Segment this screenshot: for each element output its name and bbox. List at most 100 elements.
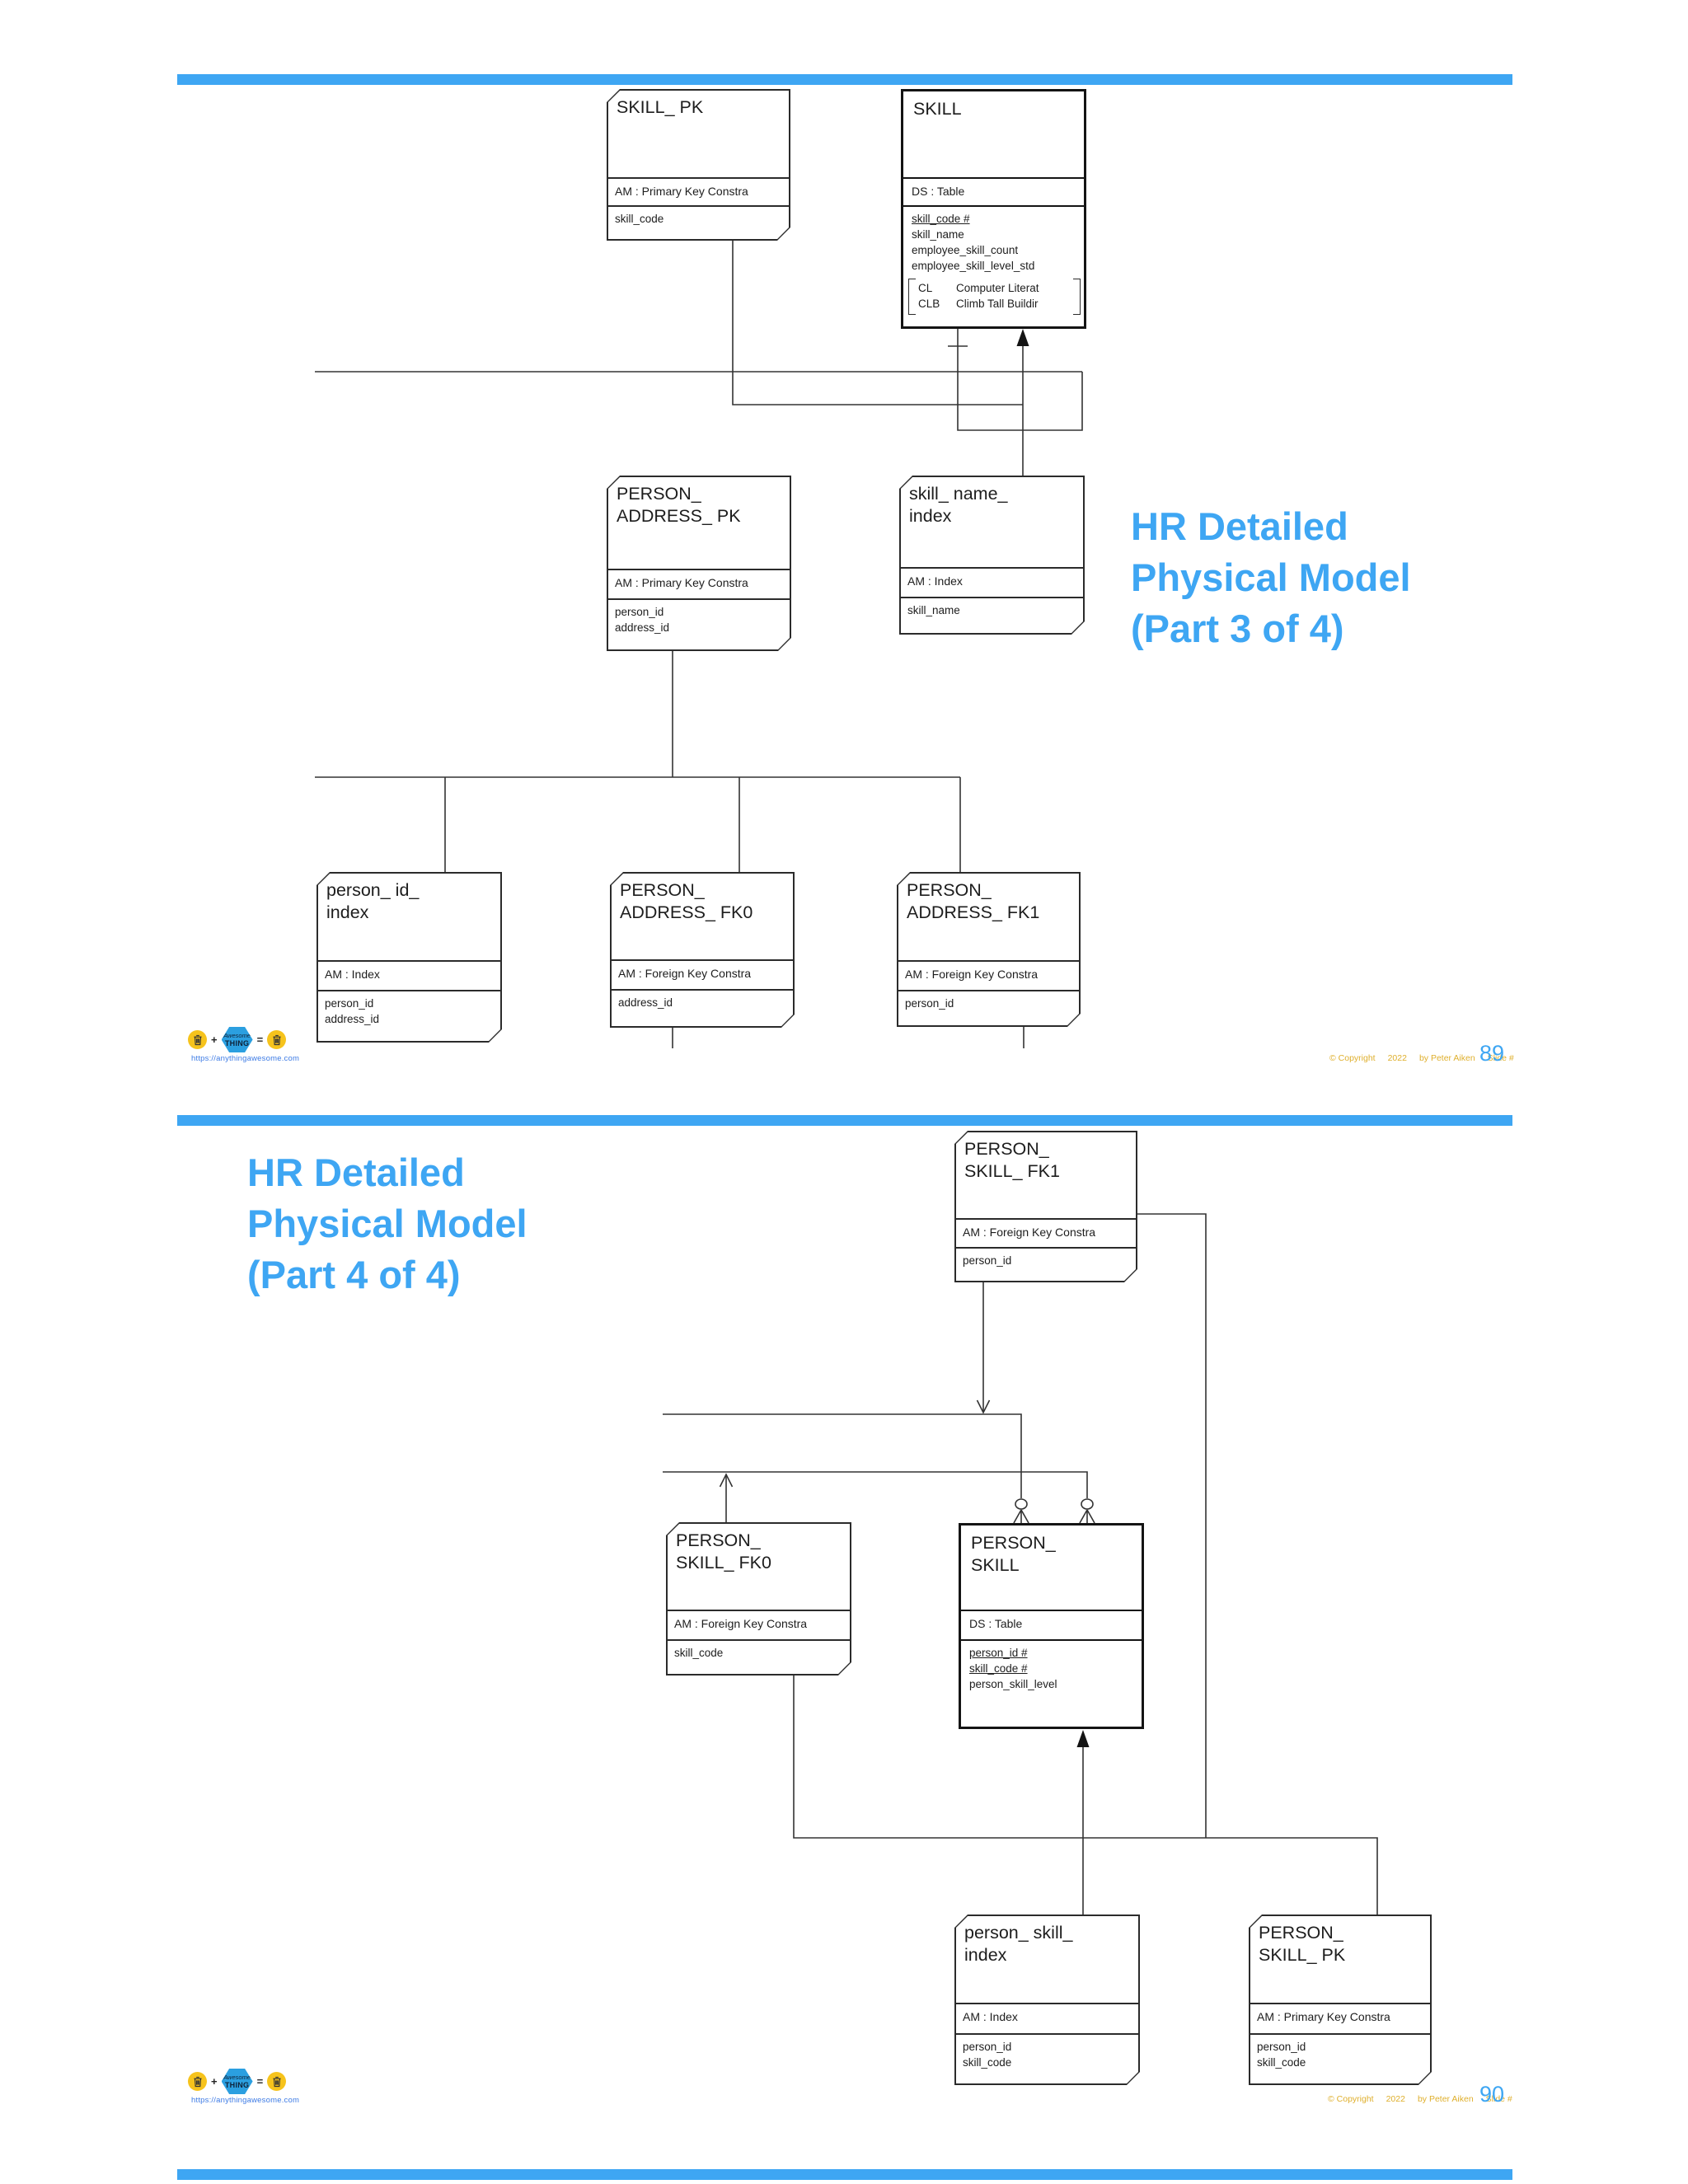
equals-sign: = bbox=[256, 2075, 264, 2088]
compartment-divider bbox=[903, 177, 1084, 179]
entity-title: person_ id_ index bbox=[326, 880, 420, 922]
compartment-divider bbox=[900, 597, 1084, 598]
column-item: person_id bbox=[963, 1254, 1012, 1267]
entity-meta-label: AM : Foreign Key Constra bbox=[963, 1226, 1096, 1239]
compartment-divider bbox=[607, 205, 790, 207]
column-item: skill_code bbox=[1257, 2056, 1306, 2069]
optional-circle-2 bbox=[1081, 1498, 1094, 1510]
compartment-divider bbox=[955, 2033, 1139, 2035]
hexagon-word-text: THING bbox=[224, 2080, 250, 2089]
wire-fk0-to-personskillpk bbox=[793, 1675, 1378, 1915]
entity-title: SKILL bbox=[913, 99, 962, 119]
allowed-value-row: CLB Climb Tall Buildir bbox=[918, 296, 1073, 312]
optional-circle-1 bbox=[1015, 1498, 1028, 1510]
column-item: skill_name bbox=[907, 604, 960, 616]
compartment-divider bbox=[1250, 2033, 1431, 2035]
entity-columns: skill_code bbox=[615, 211, 788, 227]
slide-number: 89 bbox=[1479, 1041, 1505, 1066]
open-arrow-up bbox=[719, 1473, 734, 1488]
slide-top-bar bbox=[177, 1115, 1512, 1126]
entity-person-address-pk: PERSON_ ADDRESS_ PK AM : Primary Key Cons… bbox=[607, 476, 791, 651]
compartment-divider bbox=[961, 1610, 1142, 1611]
entity-title: PERSON_ ADDRESS_ FK1 bbox=[907, 880, 1040, 922]
arrowhead-into-skill bbox=[1016, 329, 1029, 346]
wire-skill-tick-line bbox=[957, 329, 1083, 431]
entity-meta-label: AM : Index bbox=[325, 968, 380, 981]
crowfoot-1 bbox=[1013, 1509, 1029, 1524]
compartment-divider bbox=[667, 1639, 851, 1641]
entity-title: SKILL_ PK bbox=[617, 97, 704, 117]
entity-title: PERSON_ SKILL_ FK0 bbox=[676, 1530, 771, 1572]
entity-columns: skill_name bbox=[907, 602, 1082, 618]
wire-fk1-right-line bbox=[1137, 1213, 1207, 1838]
good-results-circle bbox=[267, 1030, 287, 1049]
entity-fill bbox=[956, 1132, 1137, 1282]
entity-columns: person_id #skill_code #person_skill_leve… bbox=[969, 1645, 1142, 1692]
copyright-text: Slide # bbox=[1487, 1053, 1514, 1063]
entity-columns: person_id bbox=[905, 996, 1078, 1011]
compartment-divider bbox=[611, 959, 794, 961]
entity-fill bbox=[901, 477, 1084, 634]
column-item: skill_code bbox=[615, 213, 664, 225]
entity-meta-label: AM : Foreign Key Constra bbox=[674, 1617, 808, 1630]
plus-sign: + bbox=[211, 2075, 218, 2088]
website-link[interactable]: https://anythingawesome.com bbox=[191, 2096, 300, 2105]
compartment-divider bbox=[607, 598, 790, 600]
entity-fill bbox=[668, 1524, 851, 1675]
entity-person-skill-pk: PERSON_ SKILL_ PK AM : Primary Key Constr… bbox=[1249, 1915, 1432, 2085]
value-description: Computer Literat bbox=[956, 282, 1039, 294]
plus-sign: + bbox=[211, 1033, 218, 1046]
trash-icon bbox=[273, 2076, 281, 2087]
entity-meta-label: DS : Table bbox=[969, 1617, 1023, 1630]
allowed-value-row: CL Computer Literat bbox=[918, 280, 1073, 296]
entity-meta-label: AM : Primary Key Constra bbox=[615, 576, 748, 589]
value-code: CLB bbox=[918, 298, 940, 310]
entity-person-skill-fk0: PERSON_ SKILL_ FK0 AM : Foreign Key Const… bbox=[666, 1522, 851, 1675]
compartment-divider bbox=[900, 567, 1084, 569]
website-link[interactable]: https://anythingawesome.com bbox=[191, 1054, 300, 1063]
bad-data-circle bbox=[188, 2072, 207, 2091]
entity-title: PERSON_ ADDRESS_ FK0 bbox=[620, 880, 753, 922]
column-item: skill_code bbox=[674, 1647, 724, 1659]
compartment-divider bbox=[898, 960, 1080, 962]
slide-top-bar bbox=[177, 2169, 1512, 2180]
column-item: person_id bbox=[325, 997, 374, 1010]
hexagon-word-text: THING bbox=[224, 1038, 250, 1047]
wire-horizontal-b bbox=[663, 1471, 1088, 1498]
hexagon-script-text: Awesome bbox=[223, 1031, 251, 1039]
compartment-divider bbox=[961, 1639, 1142, 1641]
column-item: person_id bbox=[1257, 2041, 1306, 2053]
value-code: CL bbox=[918, 282, 933, 294]
crowfoot-2 bbox=[1079, 1509, 1095, 1524]
equals-sign: = bbox=[256, 1033, 264, 1046]
entity-title: PERSON_ SKILL_ PK bbox=[1259, 1923, 1346, 1965]
value-description: Climb Tall Buildir bbox=[956, 298, 1039, 310]
good-results-circle bbox=[267, 2072, 287, 2091]
left-bracket bbox=[908, 279, 916, 315]
entity-columns: address_id bbox=[618, 995, 792, 1010]
entity-fill bbox=[612, 874, 794, 1027]
column-item: skill_name bbox=[912, 228, 964, 241]
entity-meta-label: DS : Table bbox=[912, 185, 965, 198]
entity-title: PERSON_ ADDRESS_ PK bbox=[617, 484, 741, 526]
open-arrow-down bbox=[976, 1399, 991, 1414]
copyright-text: by Peter Aiken bbox=[1418, 1053, 1475, 1063]
compartment-divider bbox=[898, 990, 1080, 991]
entity-meta-label: AM : Primary Key Constra bbox=[1257, 2010, 1390, 2023]
slide-top-bar bbox=[177, 74, 1512, 85]
entity-columns: person_id bbox=[963, 1253, 1135, 1268]
